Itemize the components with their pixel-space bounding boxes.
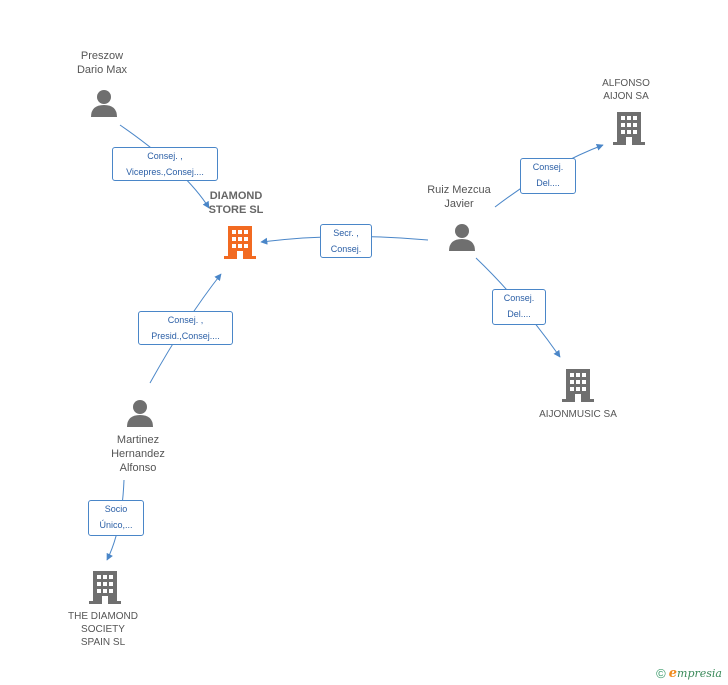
node-label-diamond-store[interactable]: DIAMOND STORE SL [208,190,264,216]
node-label-martinez[interactable]: Martinez Hernandez Alfonso [111,434,165,474]
brand-name: mpresia [677,667,722,680]
brand-initial: e [668,666,678,681]
node-label-alfonso-aijon[interactable]: ALFONSO AIJON SA [602,78,650,102]
edge-label-ruiz-alfonso[interactable]: Consej. Del.... [520,158,576,194]
person-icon[interactable] [126,398,154,428]
person-icon[interactable] [448,222,476,252]
building-icon-highlight[interactable] [224,225,256,259]
node-label-preszow[interactable]: Preszow Dario Max [76,50,128,76]
edge-label-martinez-society[interactable]: Socio Único,... [88,500,144,536]
building-icon[interactable] [562,368,594,402]
building-icon[interactable] [613,111,645,145]
edge-label-ruiz-aijonmusic[interactable]: Consej. Del.... [492,289,546,325]
edge-label-martinez-diamond[interactable]: Consej. , Presid.,Consej.... [138,311,233,345]
node-label-diamond-society[interactable]: THE DIAMOND SOCIETY SPAIN SL [68,611,138,648]
building-icon[interactable] [89,570,121,604]
node-label-ruiz[interactable]: Ruiz Mezcua Javier [427,184,491,210]
brand-logo: empresia [669,666,722,681]
person-icon[interactable] [90,88,118,118]
edge-label-ruiz-diamond[interactable]: Secr. , Consej. [320,224,372,258]
copyright-icon: © [656,666,666,681]
brand-footer: © empresia [656,666,722,681]
edge-label-preszow-diamond[interactable]: Consej. , Vicepres.,Consej.... [112,147,218,181]
node-label-aijonmusic[interactable]: AIJONMUSIC SA [539,409,617,420]
